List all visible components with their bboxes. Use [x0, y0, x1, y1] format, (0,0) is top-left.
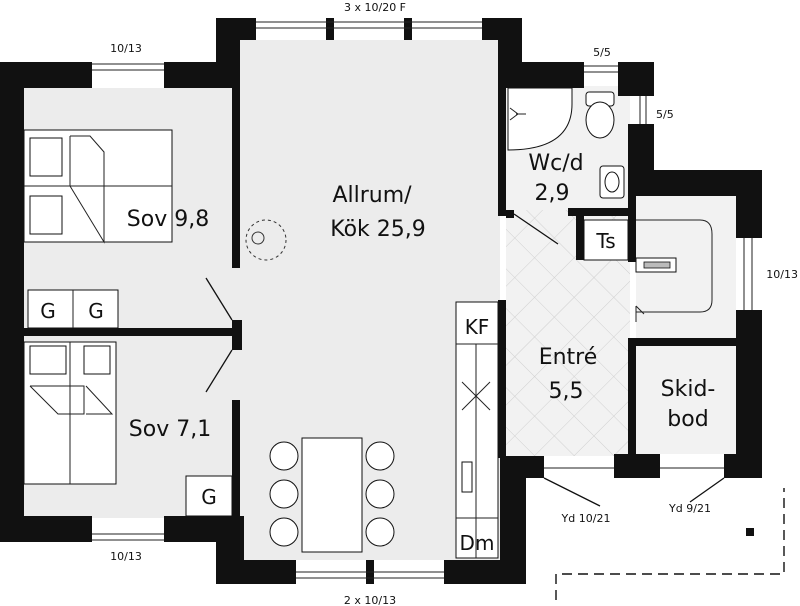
- dishwasher-label: Dm: [460, 531, 495, 555]
- fridge-freezer-label: KF: [465, 315, 490, 339]
- bed-sov1: [23, 129, 173, 244]
- window-label-bottom-center: 2 x 10/13: [344, 594, 396, 606]
- floor-skidbod: [636, 346, 736, 454]
- bed-sov2: [23, 341, 117, 485]
- windows: [92, 21, 753, 579]
- doors: [205, 213, 725, 507]
- dining-table: [269, 437, 395, 553]
- utility-area: [635, 219, 713, 322]
- wc-fixtures: [507, 87, 625, 199]
- room-skidbod-line1: Skid-: [661, 377, 716, 402]
- wardrobe-sov2: G: [185, 475, 233, 517]
- exterior-walls: [0, 18, 762, 584]
- room-skidbod-line2: bod: [667, 407, 708, 432]
- window-label-wc-top: 5/5: [593, 46, 611, 59]
- window-label-right: 10/13: [766, 268, 798, 281]
- door-label-front: Yd 10/21: [561, 512, 611, 525]
- window-label-wc-side: 5/5: [656, 108, 674, 121]
- window-label-top-left: 10/13: [110, 42, 142, 55]
- room-allrum-line1: Allrum/: [332, 183, 412, 208]
- wardrobe-sov1: G G: [27, 289, 119, 329]
- room-wc-line2: 2,9: [535, 181, 570, 206]
- room-sov2: Sov 7,1: [129, 417, 211, 442]
- kitchen-counter: KF Dm: [455, 301, 499, 559]
- window-label-top-center: 3 x 10/20 F: [344, 1, 406, 14]
- room-entre-line2: 5,5: [549, 379, 584, 404]
- room-entre-line1: Entré: [539, 345, 598, 370]
- room-allrum-line2: Kök 25,9: [330, 217, 426, 242]
- room-sov1: Sov 9,8: [127, 207, 209, 232]
- svg-text:G: G: [40, 299, 56, 323]
- ceiling-lamp-icon: [245, 219, 287, 261]
- svg-text:Ts: Ts: [595, 229, 615, 253]
- svg-text:G: G: [88, 299, 104, 323]
- tumble-dryer: Ts: [583, 219, 629, 261]
- deck-outline: [555, 488, 785, 600]
- door-label-skidbod: Yd 9/21: [668, 502, 711, 515]
- svg-text:G: G: [201, 485, 217, 509]
- room-wc-line1: Wc/d: [528, 151, 583, 176]
- interior-walls: [24, 86, 736, 518]
- window-label-bottom-left: 10/13: [110, 550, 142, 563]
